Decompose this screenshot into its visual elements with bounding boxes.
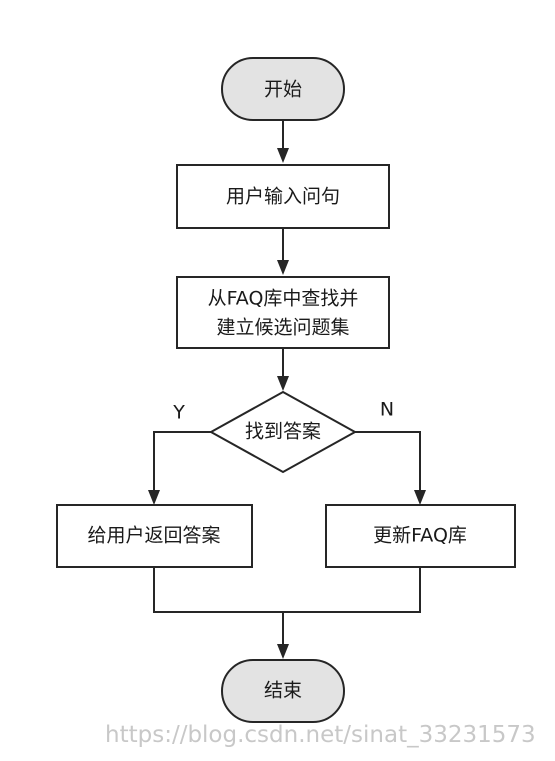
search-node: 从FAQ库中查找并 建立候选问题集 — [176, 276, 390, 349]
yes-branch-label: Y — [172, 402, 185, 424]
decision-node: 找到答案 — [208, 390, 358, 474]
answer-node: 给用户返回答案 — [56, 504, 253, 568]
arrow-input-to-search — [277, 228, 289, 275]
input-node: 用户输入问句 — [176, 164, 390, 229]
no-branch — [355, 431, 426, 505]
update-node: 更新FAQ库 — [325, 504, 516, 568]
arrow-search-to-decision — [277, 348, 289, 391]
end-label: 结束 — [264, 680, 302, 702]
decision-label: 找到答案 — [245, 421, 321, 443]
start-node: 开始 — [221, 57, 345, 121]
end-node: 结束 — [221, 659, 345, 723]
answer-label: 给用户返回答案 — [87, 525, 220, 547]
start-label: 开始 — [264, 79, 302, 101]
arrow-start-to-input — [277, 120, 289, 163]
update-label: 更新FAQ库 — [373, 525, 467, 547]
input-label: 用户输入问句 — [226, 186, 340, 208]
search-label-line1: 从FAQ库中查找并 — [208, 288, 359, 310]
watermark-text: https://blog.csdn.net/sinat_33231573 — [105, 722, 536, 748]
no-branch-label: N — [380, 399, 394, 421]
yes-branch — [148, 431, 211, 505]
merge-connector — [153, 567, 421, 659]
search-label-line2: 建立候选问题集 — [216, 317, 349, 339]
